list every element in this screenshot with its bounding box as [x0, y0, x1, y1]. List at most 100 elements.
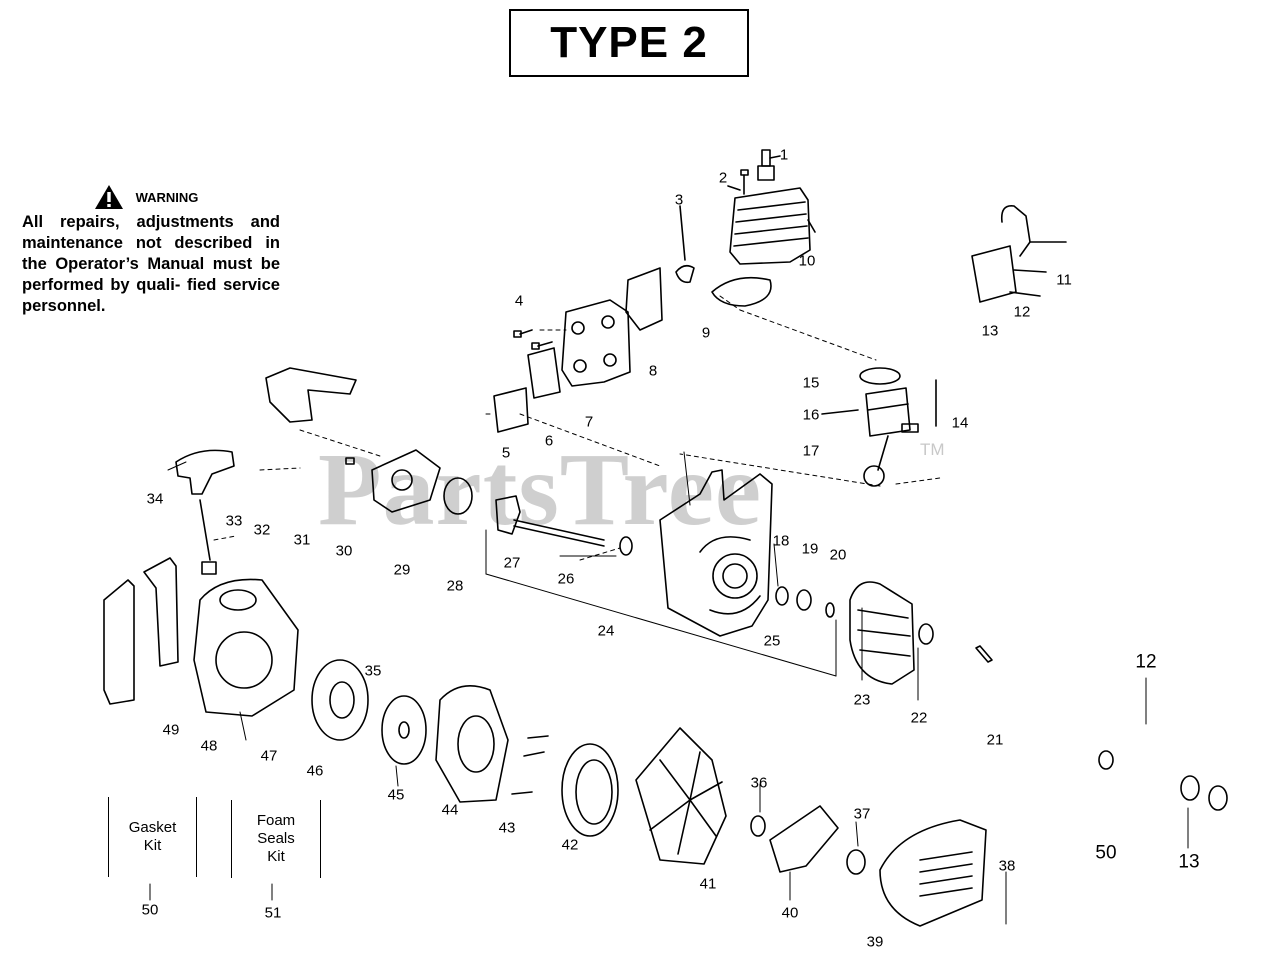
callout-41: 41: [699, 875, 717, 893]
callout-43: 43: [498, 819, 516, 837]
grommet-part-3: [1208, 785, 1228, 811]
callout-4: 4: [514, 292, 524, 310]
callout-3: 3: [674, 191, 684, 209]
callout-38: 38: [998, 857, 1016, 875]
crankcase-part: [659, 469, 773, 637]
foam-seals-kit-box: Foam Seals Kit: [231, 800, 321, 878]
warning-heading-text: WARNING: [135, 189, 199, 205]
air-filter-part: [265, 367, 357, 423]
ignition-module-part: [971, 205, 1067, 303]
callout-50-right: 50: [1095, 842, 1117, 864]
blower-cover-part: [879, 819, 987, 927]
callout-13-right: 13: [1178, 851, 1200, 873]
piston-assembly-part: [821, 367, 937, 487]
foam-seal-part: [103, 579, 135, 705]
impeller-part: [635, 727, 727, 865]
callout-24: 24: [597, 622, 615, 640]
callout-34: 34: [146, 490, 164, 508]
foam-seals-kit-label-line2: Seals: [257, 830, 295, 847]
callout-48: 48: [200, 737, 218, 755]
callout-17: 17: [802, 442, 820, 460]
callout-11: 11: [1056, 271, 1072, 289]
callout-30: 30: [335, 542, 353, 560]
muffler-gasket-part: [527, 347, 561, 399]
baffle-part: [493, 387, 529, 433]
gasket-kit-number: 50: [141, 901, 159, 919]
spark-plug-part: [757, 149, 781, 181]
callout-10: 10: [798, 252, 816, 270]
leader-lines: [149, 451, 1189, 925]
spark-plug-boot-part: [675, 264, 695, 284]
foam-seals-kit-number: 51: [264, 904, 282, 922]
callout-1: 1: [779, 146, 789, 164]
callout-42: 42: [561, 836, 579, 854]
callout-22: 22: [910, 709, 928, 727]
starter-pulley-part: [311, 659, 369, 741]
callout-6: 6: [544, 432, 554, 450]
warning-triangle-icon: [94, 185, 123, 209]
blower-housing-part: [193, 578, 299, 717]
gasket-kit-box: Gasket Kit: [108, 797, 197, 877]
flywheel-part: [849, 581, 915, 685]
fan-cover-part: [561, 743, 619, 837]
callout-14: 14: [951, 414, 969, 432]
cylinder-screw-part: [727, 169, 749, 195]
foam-seal-part-2: [143, 557, 179, 667]
trademark-mark: TM: [920, 440, 945, 459]
dashed-guide-lines: [213, 295, 941, 561]
callout-23: 23: [853, 691, 871, 709]
callout-29: 29: [393, 561, 411, 579]
callout-47: 47: [260, 747, 278, 765]
muffler-shield-part: [625, 267, 663, 331]
callout-19: 19: [801, 540, 819, 558]
callout-28: 28: [446, 577, 464, 595]
carburetor-adapter-part: [345, 449, 441, 513]
callout-25: 25: [763, 632, 781, 650]
callout-2: 2: [718, 169, 728, 187]
callout-16: 16: [802, 406, 820, 424]
muffler-part: [561, 299, 631, 387]
housing-screws-part: [511, 735, 549, 795]
foam-seals-kit-label-line3: Kit: [267, 848, 285, 865]
seal-part: [775, 586, 789, 606]
callout-26: 26: [557, 570, 575, 588]
key-part: [975, 645, 993, 663]
callout-39: 39: [866, 933, 884, 951]
callout-13: 13: [981, 322, 999, 340]
callout-20: 20: [829, 546, 847, 564]
callout-45: 45: [387, 786, 405, 804]
callout-31: 31: [293, 531, 311, 549]
callout-5: 5: [501, 444, 511, 462]
partstree-watermark: PartsTree: [318, 432, 763, 547]
callout-21: 21: [986, 731, 1004, 749]
callout-37: 37: [853, 805, 871, 823]
diagram-title: TYPE 2: [509, 9, 749, 77]
foam-seals-kit-label-line1: Foam: [256, 812, 296, 829]
warning-text: All repairs, adjustments and maintenance…: [22, 213, 280, 315]
gasket-ring-part: [443, 477, 473, 515]
nut-part: [750, 815, 766, 837]
callout-40: 40: [781, 904, 799, 922]
callout-44: 44: [441, 801, 459, 819]
cylinder-gasket-part: [711, 276, 772, 307]
starter-washer-part: [381, 695, 427, 765]
grommet-part: [1098, 750, 1114, 770]
callout-7: 7: [584, 413, 594, 431]
callout-32: 32: [253, 521, 271, 539]
callout-49: 49: [162, 721, 180, 739]
grommet-part-2: [1180, 775, 1200, 801]
callout-12-right: 12: [1135, 651, 1157, 673]
starter-handle-part: [175, 449, 235, 575]
callout-35: 35: [364, 662, 382, 680]
spacer-part: [846, 849, 866, 875]
seal-part-2: [796, 589, 812, 611]
callout-15: 15: [802, 374, 820, 392]
callout-12: 12: [1013, 303, 1031, 321]
bracket-part: [769, 805, 839, 873]
callout-33: 33: [225, 512, 243, 530]
callout-46: 46: [306, 762, 324, 780]
crankshaft-part: [495, 495, 633, 556]
gasket-kit-label-line1: Gasket: [128, 819, 177, 836]
gasket-kit-label-line2: Kit: [143, 837, 162, 854]
